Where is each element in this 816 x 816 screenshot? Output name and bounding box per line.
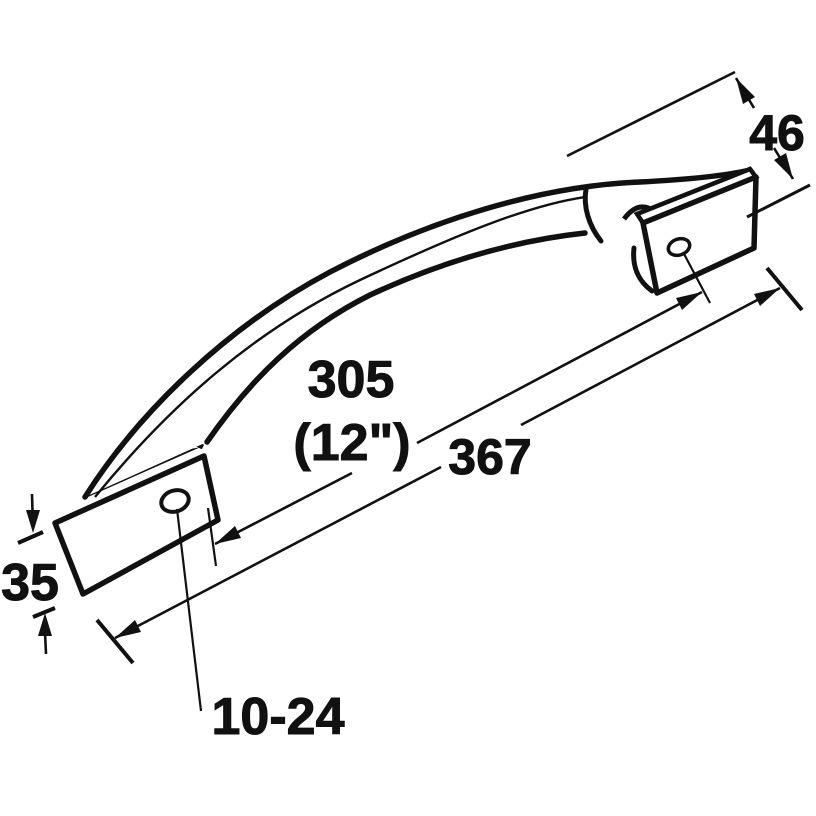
dimension-plate-height: 35 (1, 493, 59, 655)
overall-length-dim-line-left (114, 465, 442, 640)
dim-hole-spacing-mm-label: 305 (308, 351, 395, 409)
overall-length-tick-left (95, 618, 135, 665)
overall-length-arrow-left (115, 620, 141, 638)
plate-height-arrow-lower (38, 613, 52, 636)
overall-length-dim-line-right (520, 286, 781, 427)
dim-overall-length-label: 367 (448, 429, 531, 485)
right-neck-edge (582, 186, 604, 244)
right-screw-hole (666, 236, 692, 258)
right-neck-tail (631, 245, 655, 294)
handle-bow-bevel-line (94, 195, 586, 498)
plate-height-tick-upper (17, 530, 44, 545)
plate-width-extension-line-upper (566, 70, 736, 158)
dim-screw-thread-label: 10-24 (212, 688, 345, 746)
plate-width-arrow-upper (736, 78, 755, 104)
left-plate-top-back-edge (84, 444, 201, 499)
left-mounting-plate (52, 453, 221, 597)
overall-length-arrow-right (754, 288, 780, 306)
handle-bow-inner-curve (204, 230, 588, 445)
dimension-plate-width: 46 (566, 70, 811, 219)
hole-spacing-arrow-right (676, 292, 702, 310)
plate-width-arrow-lower (774, 153, 793, 179)
dim-plate-height-label: 35 (1, 554, 59, 612)
plate-height-arrow-upper (26, 510, 40, 533)
hole-spacing-extension-left (206, 507, 218, 567)
right-mounting-plate (640, 174, 759, 296)
plate-height-tick-lower (32, 606, 56, 619)
hole-spacing-arrow-left (215, 526, 241, 544)
hole-spacing-dim-line-right (416, 290, 703, 445)
screw-thread-leader-line (175, 508, 203, 712)
dimension-hole-spacing: 305 (12") (206, 251, 711, 567)
hole-spacing-extension-right (682, 251, 711, 304)
handle-bow-body (85, 170, 750, 497)
plate-width-extension-line-lower (746, 183, 811, 219)
handle-bow-outer-curve (82, 167, 753, 500)
dim-plate-width-label: 46 (749, 105, 805, 161)
dim-hole-spacing-inches-label: (12") (293, 414, 410, 472)
dimension-overall-length: 367 (95, 266, 804, 665)
handle-structure (52, 166, 760, 597)
callout-screw-thread: 10-24 (175, 508, 345, 747)
overall-length-tick-right (765, 266, 804, 312)
